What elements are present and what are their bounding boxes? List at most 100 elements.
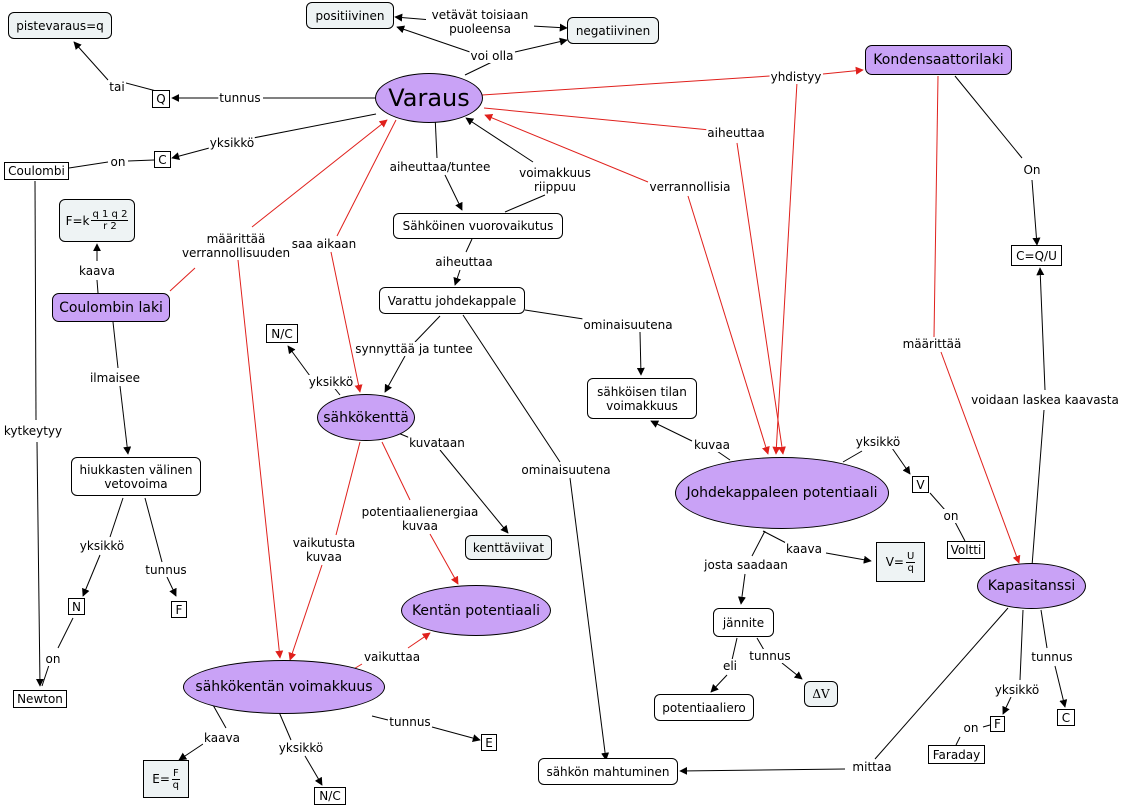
label-voidaan-laskea: voidaan laskea kaavasta [970, 393, 1120, 407]
label-synnyttaa: synnyttää ja tuntee [354, 342, 474, 356]
node-voimakkuus-text: sähkökentän voimakkuus [195, 679, 373, 695]
e-formula-den: q [172, 779, 179, 791]
label-vetavat: vetävät toisiaan puoleensa [426, 8, 534, 36]
node-jannite-text: jännite [722, 615, 765, 630]
node-c-cap[interactable]: C [1057, 709, 1075, 726]
link-maarittaa-verr2 [251, 119, 388, 228]
link-on-volt2 [954, 521, 966, 542]
link-kaava-v2 [825, 552, 872, 564]
node-newton[interactable]: Newton [13, 690, 67, 708]
node-mahtuminen-text: sähkön mahtuminen [546, 764, 670, 779]
node-coulombin-laki[interactable]: Coulombin laki [52, 293, 170, 322]
link-voi-olla [464, 61, 493, 76]
node-kenttaviivat[interactable]: kenttäviivat [465, 535, 552, 560]
node-negatiivinen[interactable]: negatiivinen [567, 17, 659, 44]
coulomb-formula-fraction: q 1 q 2 r 2 [91, 209, 129, 232]
node-newton-text: Newton [17, 692, 63, 706]
label-kuvaa-tila: kuvaa [693, 438, 731, 452]
link-eli [731, 637, 738, 661]
link-voimakkuus-riippuu [504, 194, 546, 213]
node-voltti[interactable]: Voltti [947, 541, 985, 559]
link-aiheuttaa-tuntee2 [444, 174, 463, 211]
node-coulombi[interactable]: Coulombi [4, 162, 69, 180]
link-kaava-coulomb [96, 279, 99, 294]
node-nc-bottom[interactable]: N/C [314, 787, 346, 805]
node-potentiaaliero-text: potentiaaliero [662, 700, 746, 715]
node-johdekappale[interactable]: Varattu johdekappale [379, 287, 525, 314]
link-yksikko-c [252, 113, 377, 139]
link-tunnus-dv [756, 637, 765, 651]
node-nc-top[interactable]: N/C [266, 324, 298, 343]
label-saa-aikaan: saa aikaan [290, 237, 358, 251]
node-positiivinen[interactable]: positiivinen [306, 2, 394, 29]
label-on-coulombi: on [109, 155, 127, 169]
node-mahtuminen[interactable]: sähkön mahtuminen [538, 758, 678, 785]
node-q-symbol[interactable]: Q [152, 90, 170, 108]
node-vuorovaikutus[interactable]: Sähköinen vuorovaikutus [393, 213, 563, 239]
node-v-formula[interactable]: V= U q [876, 542, 925, 582]
node-e-formula[interactable]: E= F q [143, 760, 189, 798]
node-sahkokentta[interactable]: sähkökenttä [317, 394, 415, 441]
node-kentan-potentiaali[interactable]: Kentän potentiaali [401, 585, 551, 636]
label-tunnus-q: tunnus [218, 91, 262, 105]
node-c-symbol[interactable]: C [154, 151, 171, 168]
link-yhdistyy [481, 75, 771, 96]
link-yksikko-v [842, 450, 863, 463]
label-kytkeytyy: kytkeytyy [2, 424, 64, 438]
link-tunnus-dv2 [781, 662, 803, 680]
node-pistevaraus[interactable]: pistevaraus=q [8, 12, 112, 39]
node-delta-v[interactable]: ΔV [804, 681, 838, 707]
node-tilan-voimakkuus[interactable]: sähköisen tilan voimakkuus [587, 378, 697, 419]
node-q-symbol-text: Q [156, 92, 166, 106]
label-kaava-e: kaava [203, 731, 241, 745]
link-kaava-e [212, 704, 227, 729]
node-voltti-text: Voltti [950, 543, 982, 557]
node-varaus-text: Varaus [388, 84, 470, 112]
node-johdekappaleen-potentiaali-text: Johdekappaleen potentiaali [686, 485, 878, 501]
node-c-eq[interactable]: C=Q/U [1011, 245, 1062, 266]
label-tunnus-kap: tunnus [1030, 650, 1074, 664]
node-positiivinen-text: positiivinen [315, 8, 385, 23]
label-ominaisuutena-right: ominaisuutena [582, 318, 674, 332]
link-voi-olla-neg [514, 37, 568, 53]
link-kytkeytyy [34, 180, 37, 421]
link-yksikko-nc2-b [304, 755, 323, 786]
label-aiheuttaa-right: aiheuttaa [706, 126, 766, 140]
link-vetavat-pos [394, 13, 433, 22]
node-vuorovaikutus-text: Sähköinen vuorovaikutus [402, 219, 554, 233]
link-potentiaalienergiaa [381, 441, 411, 501]
link-ilmaisee [112, 321, 119, 369]
link-saa-aikaan [336, 119, 397, 237]
node-f-symbol[interactable]: F [171, 601, 187, 618]
node-coulombi-text: Coulombi [8, 164, 65, 178]
node-kapasitanssi[interactable]: Kapasitanssi [977, 563, 1086, 609]
node-voimakkuus[interactable]: sähkökentän voimakkuus [183, 660, 385, 714]
node-jannite[interactable]: jännite [713, 608, 774, 637]
node-e-symbol[interactable]: E [481, 734, 497, 751]
node-faraday[interactable]: Faraday [928, 745, 985, 764]
link-yhdistyy2 [822, 66, 864, 75]
node-faraday-text: Faraday [932, 747, 981, 762]
label-yksikko-kap: yksikkö [993, 683, 1041, 697]
link-verrannollisia-down [687, 195, 770, 455]
label-on-kond: On [1022, 163, 1042, 177]
node-v-symbol[interactable]: V [912, 476, 929, 493]
label-yksikko-c: yksikkö [208, 136, 256, 150]
link-saa-aikaan2 [330, 251, 363, 393]
node-johdekappaleen-potentiaali[interactable]: Johdekappaleen potentiaali [675, 457, 889, 529]
link-tunnus-kap [1040, 609, 1048, 649]
node-hiukkasten[interactable]: hiukkasten välinen vetovoima [71, 457, 201, 496]
label-kaava-v: kaava [785, 542, 823, 556]
label-voimakkuus-riippuu: voimakkuus riippuu [514, 166, 596, 194]
node-coulomb-formula[interactable]: F=k q 1 q 2 r 2 [59, 199, 135, 242]
node-kondensaattorilaki[interactable]: Kondensaattorilaki [865, 45, 1012, 75]
node-n-symbol[interactable]: N [68, 598, 85, 615]
e-formula-lhs: E= [152, 772, 170, 786]
node-negatiivinen-text: negatiivinen [575, 23, 651, 38]
node-v-symbol-text: V [916, 477, 925, 492]
label-maarittaa-kap: määrittää [901, 337, 963, 351]
node-f-cap[interactable]: F [990, 716, 1005, 732]
node-varaus[interactable]: Varaus [375, 73, 483, 123]
node-potentiaaliero[interactable]: potentiaaliero [654, 694, 754, 721]
label-on-faraday: on [962, 721, 980, 735]
